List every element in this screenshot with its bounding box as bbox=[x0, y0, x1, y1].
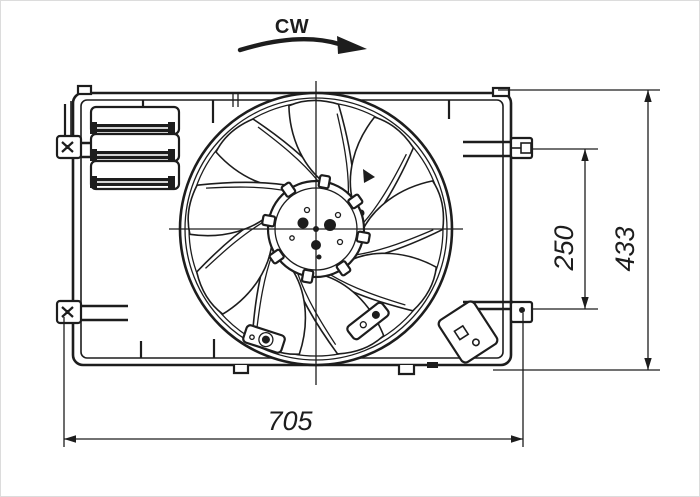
crosshair-centerlines bbox=[169, 81, 463, 385]
rotation-arrow-arc bbox=[237, 37, 342, 53]
boss-screw bbox=[261, 335, 270, 344]
arrowhead-down bbox=[581, 297, 589, 309]
motor-mount-boss-left bbox=[242, 324, 286, 354]
boss-ring bbox=[258, 331, 274, 348]
louver-end-cap bbox=[168, 122, 175, 134]
louver-bar-highlight bbox=[96, 181, 172, 183]
motor-mount-boss-right bbox=[346, 301, 390, 341]
hub-clip bbox=[335, 260, 352, 277]
connector-box bbox=[437, 300, 499, 364]
bottom-clip bbox=[427, 362, 438, 368]
hub-clip bbox=[261, 213, 277, 228]
arrowhead-up bbox=[581, 149, 589, 161]
screw-center bbox=[65, 145, 70, 149]
louver-bar-highlight bbox=[96, 127, 172, 129]
louver-end-cap bbox=[90, 122, 97, 134]
rotation-indicator: CW bbox=[237, 16, 367, 54]
hub-clip bbox=[347, 193, 364, 210]
dimension-overall-width: 705 bbox=[63, 313, 524, 447]
frame-corner-tab-left bbox=[76, 84, 93, 96]
hub-pilot-hole bbox=[336, 238, 344, 246]
hub-pilot-hole bbox=[303, 206, 311, 214]
connector-slot bbox=[453, 324, 470, 341]
hub-hole bbox=[297, 217, 309, 229]
dimension-overall-height: 433 bbox=[493, 89, 660, 371]
dimension-mount-pitch: 250 bbox=[533, 148, 598, 310]
blade-clip-accent bbox=[363, 169, 375, 183]
dimension-label-433: 433 bbox=[610, 226, 640, 271]
hub-pilot-hole bbox=[289, 235, 295, 241]
boss-hole bbox=[359, 321, 367, 329]
screw-center bbox=[65, 310, 70, 314]
louver-end-cap bbox=[168, 176, 175, 188]
mounting-bracket-top-right bbox=[509, 136, 534, 160]
hub-clip bbox=[268, 248, 285, 265]
mounting-bracket-top-left bbox=[55, 134, 83, 160]
fan-blade bbox=[349, 116, 415, 236]
bracket-lug bbox=[520, 142, 532, 154]
rotation-arrowhead bbox=[337, 36, 367, 54]
arrowhead-down bbox=[644, 358, 652, 370]
louver-bar-highlight bbox=[96, 154, 172, 156]
connector-hole bbox=[471, 338, 480, 347]
frame-ticks bbox=[63, 94, 451, 358]
hub-hole bbox=[324, 219, 336, 231]
arrowhead-right bbox=[511, 435, 523, 443]
dimension-label-250: 250 bbox=[549, 225, 579, 271]
hub-clip bbox=[300, 268, 315, 284]
louver-end-cap bbox=[90, 176, 97, 188]
hub-pilot-hole bbox=[334, 211, 342, 219]
rotation-label: CW bbox=[275, 16, 309, 38]
bracket-pin bbox=[519, 307, 525, 313]
louver-end-cap bbox=[90, 149, 97, 161]
fan-blades bbox=[187, 99, 445, 355]
mounting-bracket-bottom-right bbox=[509, 300, 534, 324]
louver-vents bbox=[89, 105, 181, 191]
drain-tab bbox=[232, 365, 250, 375]
mounting-bracket-bottom-left bbox=[55, 299, 83, 325]
frame-outer-line bbox=[71, 91, 513, 367]
dimension-label-705: 705 bbox=[267, 406, 313, 436]
hub-clip bbox=[317, 174, 332, 190]
boss-screw bbox=[371, 310, 380, 319]
hub-clip bbox=[355, 230, 371, 245]
frame-corner-tab-right bbox=[491, 86, 511, 98]
arrowhead-up bbox=[644, 90, 652, 102]
connector-body bbox=[437, 300, 499, 364]
hub-clips bbox=[261, 174, 371, 284]
drain-tab bbox=[397, 365, 416, 376]
hub-hole bbox=[316, 254, 322, 260]
frame-bottom-tabs bbox=[232, 362, 438, 376]
boss-hole bbox=[249, 334, 255, 341]
hub-clip bbox=[280, 181, 297, 198]
louver-end-cap bbox=[168, 149, 175, 161]
arrowhead-left bbox=[64, 435, 76, 443]
